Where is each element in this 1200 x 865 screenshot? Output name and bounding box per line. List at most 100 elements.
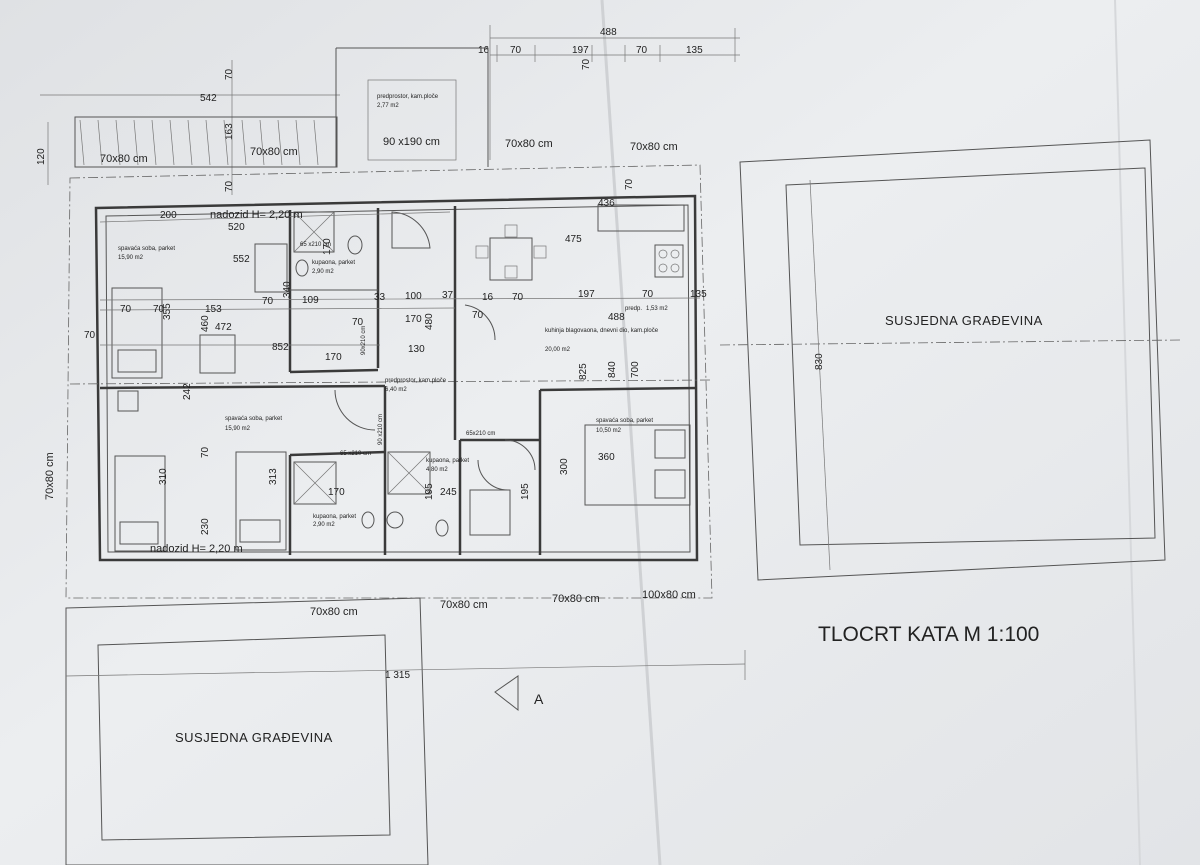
stair-tread [223,119,229,166]
dim-label: 355 [162,303,173,320]
dim-label: 488 [600,27,617,38]
dim-label: 1 315 [385,670,410,681]
neighbor-label: SUSJEDNA GRAĐEVINA [175,730,333,745]
room-labels: spavaća soba, parket 15,90 m2 kupaona, p… [118,246,668,528]
dim-label: 840 [607,361,618,378]
stair-tread [277,119,283,166]
stair-tread [151,119,157,166]
window-label: 70x80 cm [630,141,678,153]
door-label: 90x210 cm [361,326,367,355]
stair-balcony: 542 70 163 70 120 [36,47,489,195]
dim-label: 230 [200,518,211,535]
dim-label: 460 [200,315,211,332]
room-name: kupaona, parket [312,260,355,266]
dim-label: 109 [302,295,319,306]
door-label: 65x210 cm [466,431,495,437]
dim-label: 475 [565,234,582,245]
dim-label: 852 [272,342,289,353]
dim-label: 16 [478,45,490,56]
room-name: kupaona, parket [313,514,356,520]
dim-label: 472 [215,322,232,333]
building-outline [65,164,713,599]
dim-label: 135 [690,289,707,300]
dim-label: 100 [405,291,422,302]
dim-label: 197 [572,45,589,56]
stair-tread [115,119,121,166]
window-label: 70x80 cm [552,593,600,605]
dim-label: 436 [598,198,615,209]
room-area: 1,53 m2 [646,306,668,312]
dim-label: 120 [36,148,47,165]
dim-label: 310 [158,468,169,485]
neighbor-label: SUSJEDNA GRAĐEVINA [885,313,1043,328]
dim-label: 170 [405,314,422,325]
dim-label: 163 [224,123,235,140]
window-label: 70x80 cm [310,606,358,618]
dim-label: 70 [224,180,235,192]
neighbor-building-right: 830 SUSJEDNA GRAĐEVINA [719,139,1181,581]
window-label: 70x80 cm [250,146,298,158]
window-label: 70x80 cm [440,599,488,611]
paper-fold [1114,0,1141,865]
dim-label: 360 [598,452,615,463]
section-marker-label: A [534,691,544,707]
stair-tread [241,119,247,166]
neighbor-building-left: SUSJEDNA GRAĐEVINA [65,597,429,865]
drawing-title: TLOCRT KATA M 1:100 [818,623,1039,646]
window-label: 100x80 cm [642,589,696,601]
room-name: spavaća soba, parket [118,246,175,252]
dim-label: 700 [630,361,641,378]
dim-label: 542 [200,93,217,104]
dim-label: 195 [424,483,435,500]
dim-label: 195 [520,483,531,500]
stair-tread [313,119,319,166]
dim-label: 313 [268,468,279,485]
dim-label: 170 [328,487,345,498]
dim-label: 70 [642,289,654,300]
room-area: 15,90 m2 [225,426,251,432]
dim-label: 70 [581,58,592,70]
dim-label: 135 [686,45,703,56]
section-marker-arrow [494,675,519,712]
window-label: 70x80 cm [505,138,553,150]
dim-label: 170 [322,238,333,255]
room-area: 4,80 m2 [426,467,448,473]
dim-label: 37 [442,290,454,301]
dim-label: 70 [472,310,484,321]
dim-label: 830 [814,353,825,370]
stair-tread [295,119,301,166]
dim-label: 70 [624,178,635,190]
parapet-label: nadozid H= 2,20 m [210,209,303,221]
window-label: 90 x190 cm [383,136,440,148]
dim-label: 70 [120,304,132,315]
paper-fold [600,0,662,865]
dim-label: 130 [408,344,425,355]
dim-label: 552 [233,254,250,265]
parapet-label: nadozid H= 2,20 m [150,543,243,555]
room-area: 2,90 m2 [313,522,335,528]
dim-label: 70 [352,317,364,328]
room-area: 2,77 m2 [377,103,399,109]
dim-label: 70 [262,296,274,307]
door-label: 90 x210 cm [378,414,384,445]
room-name: spavaća soba, parket [596,418,653,424]
top-dimension-chain: 488 16 70 197 70 70 135 [478,25,740,160]
room-area: 20,00 m2 [545,347,571,353]
dim-label: 170 [325,352,342,363]
dim-label: 480 [424,313,435,330]
stair-tread [169,119,175,166]
room-name: predprostor, kam.ploče [385,378,447,384]
dim-label: 488 [608,312,625,323]
room-name: predp. [625,306,642,312]
dim-label: 200 [160,210,177,221]
dim-label: 33 [374,292,386,303]
stair-tread [133,119,139,166]
dim-label: 70 [224,68,235,80]
room-area: 15,90 m2 [118,255,144,261]
dim-label: 70 [200,446,211,458]
stair-tread [205,119,211,166]
room-name: predprostor, kam.ploče [377,94,439,100]
room-area: 10,50 m2 [596,428,622,434]
